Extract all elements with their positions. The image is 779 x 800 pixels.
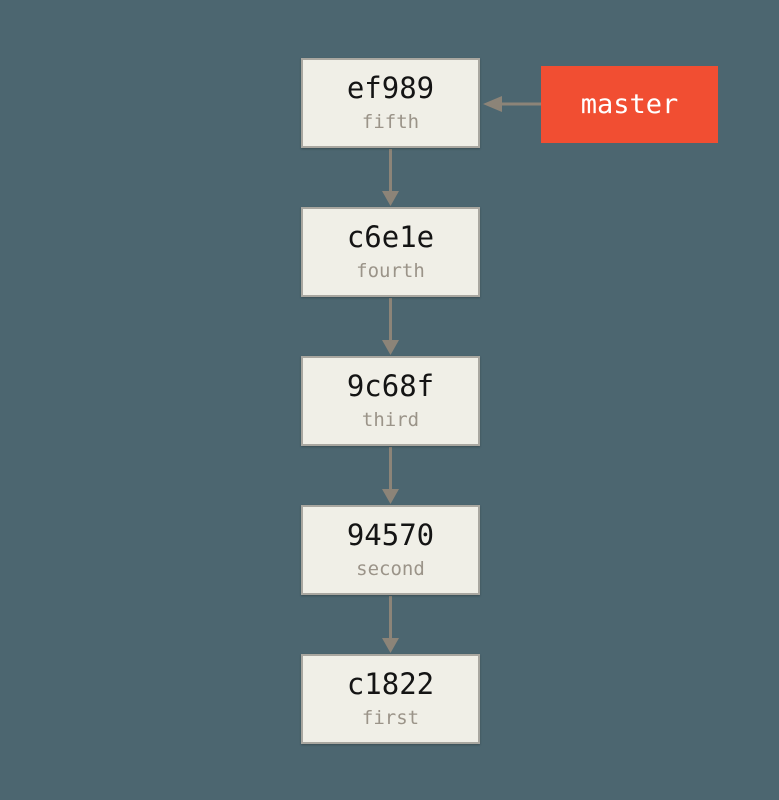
commit-node-9c68f: 9c68f third	[301, 356, 480, 446]
commit-node-c1822: c1822 first	[301, 654, 480, 744]
commit-hash: 9c68f	[346, 369, 435, 404]
arrow-down-icon	[382, 596, 399, 653]
branch-pointer-master: master	[541, 66, 718, 143]
commit-message: third	[361, 409, 420, 431]
commit-message: second	[356, 558, 425, 580]
commit-message: fourth	[356, 260, 425, 282]
commit-hash: c1822	[346, 667, 435, 702]
commit-message: fifth	[361, 111, 420, 133]
arrow-left-icon	[483, 96, 541, 112]
arrow-down-icon	[382, 447, 399, 504]
commit-hash: c6e1e	[346, 220, 435, 255]
commit-hash: 94570	[346, 518, 435, 553]
commit-node-ef989: ef989 fifth	[301, 58, 480, 148]
branch-name: master	[580, 89, 679, 120]
commit-node-94570: 94570 second	[301, 505, 480, 595]
commit-hash: ef989	[346, 71, 435, 106]
arrow-down-icon	[382, 298, 399, 355]
commit-node-c6e1e: c6e1e fourth	[301, 207, 480, 297]
arrow-down-icon	[382, 149, 399, 206]
commit-message: first	[361, 707, 420, 729]
